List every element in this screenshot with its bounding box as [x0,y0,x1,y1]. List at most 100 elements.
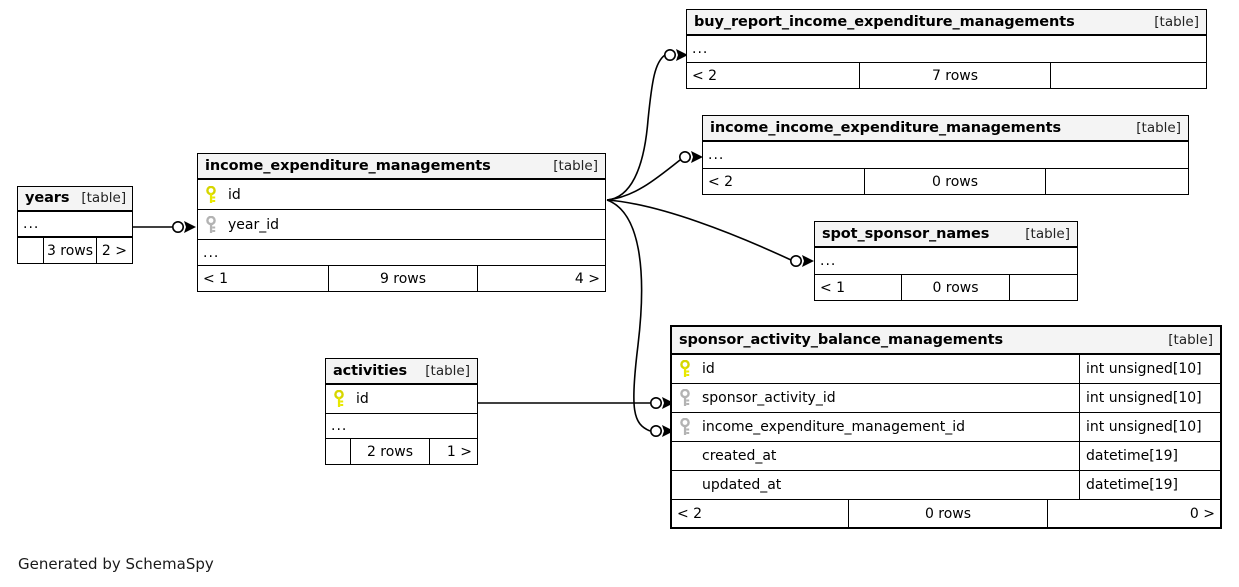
footer-children-count[interactable]: 1 > [429,439,477,464]
column-name: id [702,361,715,377]
table-footer: < 2 0 rows [703,169,1188,194]
primary-key-icon [332,390,346,408]
footer-row-count: 9 rows [328,266,477,291]
no-key-spacer [678,476,692,494]
footer-parents-count[interactable]: < 2 [708,173,734,190]
table-header: sponsor_activity_balance_managements [ta… [672,327,1220,355]
footer-children-count[interactable]: 0 > [1047,500,1220,527]
table-type-tag: [table] [1136,119,1181,136]
footer-row-count: 2 rows [350,439,429,464]
column-cell: id [672,355,1079,383]
column-cell: income_expenditure_management_id [672,413,1079,441]
table-footer: 3 rows 2 > [18,238,132,263]
edge-iem-to-income-income [606,159,681,201]
column-name: id [356,391,369,407]
table-type-tag: [table] [1025,225,1070,242]
table-header: income_expenditure_managements [table] [198,154,605,180]
column-cell: year_id [198,210,605,239]
table-income-income-expenditure-managements[interactable]: income_income_expenditure_managements [t… [702,115,1189,195]
table-row[interactable]: id int unsigned[10] [672,355,1220,384]
hidden-columns-ellipsis[interactable]: ... [815,248,1077,275]
column-cell: created_at [672,442,1079,470]
table-buy-report-income-expenditure-managements[interactable]: buy_report_income_expenditure_management… [686,9,1207,89]
foreign-key-icon [678,418,692,436]
footer-parents-count[interactable] [326,439,350,464]
footer-children-count[interactable] [1009,275,1077,300]
column-name: income_expenditure_management_id [702,419,966,435]
hidden-columns-ellipsis[interactable]: ... [687,36,1206,63]
column-cell: sponsor_activity_id [672,384,1079,412]
table-header: spot_sponsor_names [table] [815,222,1077,248]
table-footer: < 2 7 rows [687,63,1206,88]
table-header: activities [table] [326,359,477,385]
column-name: updated_at [702,477,782,493]
table-row[interactable]: id [326,385,477,414]
footer-parents-count[interactable]: < 2 [677,505,703,522]
column-type: int unsigned[10] [1079,384,1220,412]
table-title: spot_sponsor_names [822,225,990,242]
table-years[interactable]: years [table] ... 3 rows 2 > [17,186,133,264]
column-cell: id [326,385,477,413]
edge-iem-to-sponsor-activity-balance [606,199,651,432]
table-footer: < 1 9 rows 4 > [198,266,605,291]
column-type: datetime[19] [1079,471,1220,499]
table-row[interactable]: year_id [198,210,605,240]
table-sponsor-activity-balance-managements[interactable]: sponsor_activity_balance_managements [ta… [670,325,1222,529]
hidden-columns-ellipsis[interactable]: ... [18,212,132,238]
column-type: int unsigned[10] [1079,355,1220,383]
column-type: datetime[19] [1079,442,1220,470]
footer-children-count[interactable] [1045,169,1188,194]
table-title: years [25,190,70,206]
table-row[interactable]: updated_at datetime[19] [672,471,1220,500]
column-name: created_at [702,448,777,464]
hidden-columns-ellipsis[interactable]: ... [703,142,1188,169]
table-activities[interactable]: activities [table] id ... 2 rows 1 > [325,358,478,465]
footer-row-count: 0 rows [901,275,1009,300]
no-key-spacer [678,447,692,465]
column-name: year_id [228,216,280,233]
edge-iem-to-spot-sponsor-names [606,199,792,261]
footer-row-count: 0 rows [848,500,1047,527]
footer-children-count[interactable] [1050,63,1206,88]
table-header: income_income_expenditure_managements [t… [703,116,1188,142]
footer-row-count: 3 rows [43,238,96,263]
hidden-columns-ellipsis[interactable]: ... [198,240,605,266]
footer-parents-count[interactable] [18,238,43,263]
footer-parents-count[interactable]: < 1 [203,270,229,287]
foreign-key-icon [678,389,692,407]
table-header: buy_report_income_expenditure_management… [687,10,1206,36]
table-type-tag: [table] [425,362,470,379]
table-title: activities [333,362,408,379]
footer-children-count[interactable]: 2 > [96,238,132,263]
edge-iem-to-buy-report [606,54,666,201]
table-title: sponsor_activity_balance_managements [679,331,1003,348]
table-row[interactable]: id [198,180,605,210]
table-type-tag: [table] [553,157,598,174]
table-row[interactable]: created_at datetime[19] [672,442,1220,471]
footer-parents-count[interactable]: < 1 [820,279,846,296]
table-title: buy_report_income_expenditure_management… [694,13,1075,30]
table-income-expenditure-managements[interactable]: income_expenditure_managements [table] i… [197,153,606,292]
table-spot-sponsor-names[interactable]: spot_sponsor_names [table] ... < 1 0 row… [814,221,1078,301]
table-type-tag: [table] [1154,13,1199,30]
column-name: sponsor_activity_id [702,390,836,406]
table-type-tag: [table] [1168,331,1213,348]
footer-parents-count[interactable]: < 2 [692,67,718,84]
table-title: income_income_expenditure_managements [710,119,1061,136]
table-row[interactable]: sponsor_activity_id int unsigned[10] [672,384,1220,413]
table-footer: < 2 0 rows 0 > [672,500,1220,527]
footer-row-count: 0 rows [864,169,1045,194]
table-row[interactable]: income_expenditure_management_id int uns… [672,413,1220,442]
primary-key-icon [678,360,692,378]
footer-row-count: 7 rows [859,63,1050,88]
primary-key-icon [204,185,218,204]
column-type: int unsigned[10] [1079,413,1220,441]
table-header: years [table] [18,187,132,212]
foreign-key-icon [204,215,218,234]
footer-children-count[interactable]: 4 > [477,266,605,291]
table-type-tag: [table] [81,190,127,206]
hidden-columns-ellipsis[interactable]: ... [326,414,477,439]
column-cell: id [198,180,605,209]
table-footer: < 1 0 rows [815,275,1077,300]
